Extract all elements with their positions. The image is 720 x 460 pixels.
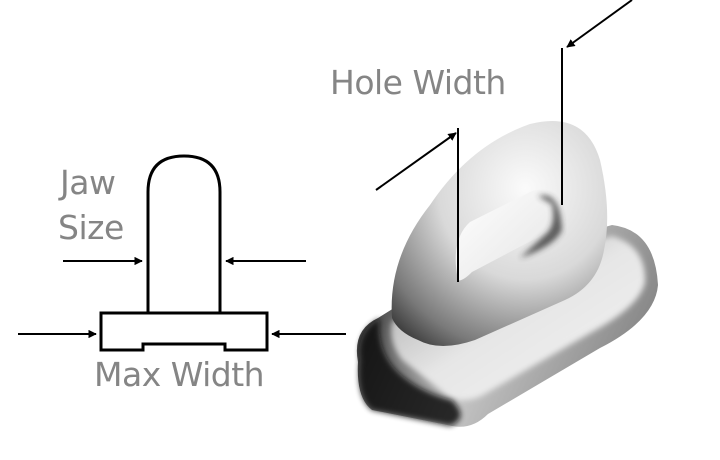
fitting-render xyxy=(356,120,658,427)
jaw-size-label-line1: Jaw xyxy=(60,163,116,202)
fitting-hole-shadow xyxy=(520,195,562,258)
fitting-shadow xyxy=(359,318,461,426)
schematic-drawing xyxy=(99,154,269,352)
hole-width-left-arrow xyxy=(375,132,457,191)
jaw-size-label-line2: Size xyxy=(58,208,124,247)
fitting-hole xyxy=(455,189,554,281)
hole-width-label: Hole Width xyxy=(330,63,506,102)
schematic-base xyxy=(99,311,269,352)
hole-width-right-arrow xyxy=(566,0,633,48)
max-width-label: Max Width xyxy=(94,355,265,394)
schematic-stem xyxy=(146,154,222,313)
